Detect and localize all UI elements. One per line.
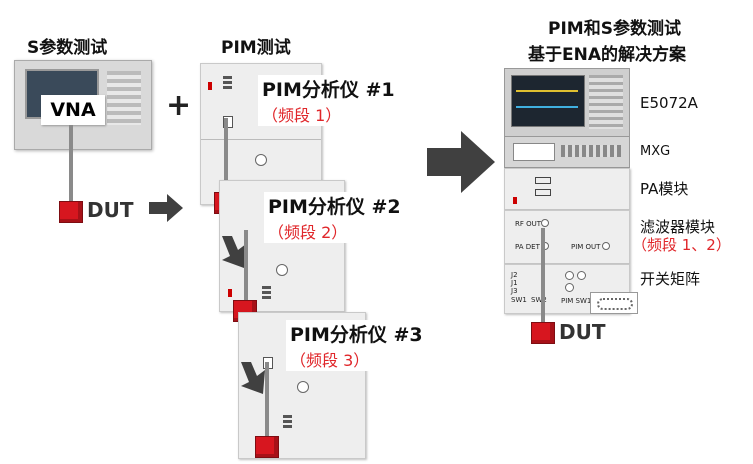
mxg-label: MXG [640, 144, 671, 159]
pa-module-label: PA模块 [640, 180, 689, 198]
pim-analyzer-1-name: PIM分析仪 #1 [262, 79, 395, 101]
pim-sw1-label: PIM SW1 [561, 297, 592, 305]
dut-cube-left [59, 201, 83, 223]
pa-module-panel [504, 168, 630, 210]
e5072a-screen [511, 75, 585, 127]
e5072a-instrument [504, 68, 630, 138]
mxg-keys [561, 145, 621, 157]
panel-1-knob [255, 154, 267, 166]
panel-3-knob [297, 381, 309, 393]
pa-det-label: PA DET [515, 243, 540, 251]
pim-analyzer-1-label-box: PIM分析仪 #1 （频段 1） [258, 75, 399, 126]
dut-label-left: DUT [87, 198, 134, 222]
filter-module-band: （频段 1、2） [632, 236, 731, 254]
pim-out-port [602, 242, 610, 250]
arrow-right-small [149, 194, 183, 222]
pim-analyzer-2-label-box: PIM分析仪 #2 （频段 2） [264, 192, 405, 243]
panel-2-indicators [262, 284, 271, 301]
dut-cube-3 [255, 436, 279, 458]
switch-matrix-label: 开关矩阵 [640, 270, 701, 288]
filter-module-label: 滤波器模块 [640, 218, 716, 236]
vna-label-box: VNA [41, 95, 105, 125]
sw-port-c [565, 283, 574, 292]
arrow-down-2 [222, 236, 246, 268]
pim-analyzer-3-cable [265, 362, 269, 442]
pim-out-label: PIM OUT [571, 243, 601, 251]
pa-indicator-2 [535, 189, 551, 196]
panel-1-indicators [223, 74, 232, 91]
e5072a-label: E5072A [640, 94, 698, 112]
pa-led [513, 197, 517, 204]
arrow-down-3 [241, 362, 265, 394]
arrow-right-large [427, 131, 495, 193]
dut-cube-right [531, 322, 555, 344]
s-param-title: S参数测试 [27, 38, 108, 58]
panel-3-indicators [283, 413, 292, 430]
panel-1-divider [201, 139, 321, 140]
vna-instrument: VNA [14, 60, 152, 150]
e5072a-trace-2 [516, 106, 578, 108]
switch-matrix-panel: J2 J1 J3 SW1 SW2 PIM SW1 [504, 264, 630, 314]
sw-j2-label: J2 [511, 271, 518, 279]
cable-coil-image [590, 292, 638, 314]
ena-solution-title-2: 基于ENA的解决方案 [528, 45, 686, 65]
sw-port-a [565, 271, 574, 280]
filter-module-panel: RF OUT PA DET PIM OUT [504, 210, 630, 264]
e5072a-trace-1 [516, 90, 578, 92]
ena-cable [541, 228, 545, 330]
e5072a-keypad [589, 75, 623, 129]
sw-j1-label: J1 [511, 279, 518, 287]
pim-analyzer-3-name: PIM分析仪 #3 [290, 324, 423, 346]
pim-analyzer-1-cable [224, 118, 228, 200]
pim-analyzer-2-cable [244, 230, 248, 308]
pim-test-title: PIM测试 [221, 38, 291, 58]
pim-analyzer-3-band: （频段 3） [290, 351, 370, 370]
vna-keypad [107, 71, 141, 125]
sw2-label: SW2 [531, 296, 547, 304]
mxg-instrument [504, 136, 630, 168]
plus-sign: + [166, 88, 192, 123]
pim-analyzer-2-name: PIM分析仪 #2 [268, 196, 401, 218]
panel-1-port [223, 116, 233, 128]
rf-out-label: RF OUT [515, 220, 542, 228]
mxg-display [513, 143, 555, 161]
pim-analyzer-3-label-box: PIM分析仪 #3 （频段 3） [286, 320, 427, 371]
pim-analyzer-2-band: （频段 2） [268, 223, 348, 242]
rf-out-port [541, 219, 549, 227]
vna-cable [69, 125, 73, 205]
panel-2-led [228, 289, 232, 297]
sw-j3-label: J3 [511, 287, 518, 295]
cable-coil [597, 298, 633, 310]
pim-analyzer-1-band: （频段 1） [262, 106, 342, 125]
vna-label: VNA [50, 99, 96, 121]
panel-1-led [208, 82, 212, 90]
sw-port-b [577, 271, 586, 280]
dut-label-right: DUT [559, 320, 606, 344]
panel-2-knob [276, 264, 288, 276]
pa-indicator-1 [535, 177, 551, 184]
ena-solution-title-1: PIM和S参数测试 [548, 19, 681, 39]
sw1-label: SW1 [511, 296, 527, 304]
